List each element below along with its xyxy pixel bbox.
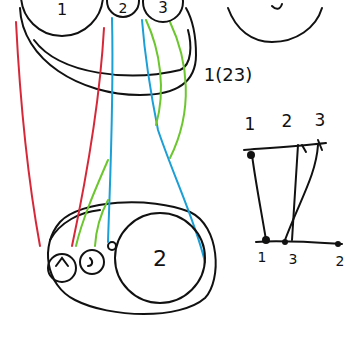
circle-node: 2 <box>114 212 206 304</box>
strand-number: 2 <box>282 113 293 130</box>
green-strand <box>76 160 108 246</box>
strand-number: 3 <box>315 112 326 129</box>
circle-number: 2 <box>153 248 167 270</box>
red-strand <box>16 22 40 246</box>
circle-outline <box>143 0 183 22</box>
diagram-dot <box>282 239 288 245</box>
strand-number: 1 <box>245 116 256 133</box>
circle-node: 2 <box>106 0 140 18</box>
diagram-dot <box>247 151 255 159</box>
strand-number: 3 <box>289 252 298 266</box>
circle-mark <box>56 258 68 266</box>
blue-strand <box>142 20 205 262</box>
diagram-dot <box>335 241 341 247</box>
small-circle <box>108 242 116 250</box>
green-strand <box>170 22 186 158</box>
group-label: 1(23) <box>204 66 252 84</box>
diagram-line <box>285 145 318 240</box>
small-circle <box>48 254 76 282</box>
strand-number: 1 <box>258 250 267 264</box>
circle-outline <box>21 0 103 36</box>
red-strand <box>72 28 104 246</box>
circle-outline <box>115 213 205 303</box>
circle-node: 1 <box>20 0 104 37</box>
diagram-line <box>302 140 322 152</box>
diagram-line <box>244 143 326 150</box>
circle-outline <box>228 8 322 42</box>
circle-number: 3 <box>158 1 168 16</box>
small-circle <box>80 250 104 274</box>
blue-strand <box>108 18 113 242</box>
circle-number: 1 <box>57 2 67 18</box>
circle-number: 2 <box>119 1 128 15</box>
circle-mark <box>272 4 282 9</box>
green-strand <box>146 20 161 125</box>
diagram-line <box>252 155 266 240</box>
diagram-dot <box>262 236 270 244</box>
circle-mark <box>88 258 92 266</box>
circle-node: 3 <box>142 0 184 23</box>
circle-outline <box>107 0 139 17</box>
diagram-line <box>292 145 298 240</box>
green-strand <box>95 200 108 246</box>
strand-number: 2 <box>336 254 345 268</box>
